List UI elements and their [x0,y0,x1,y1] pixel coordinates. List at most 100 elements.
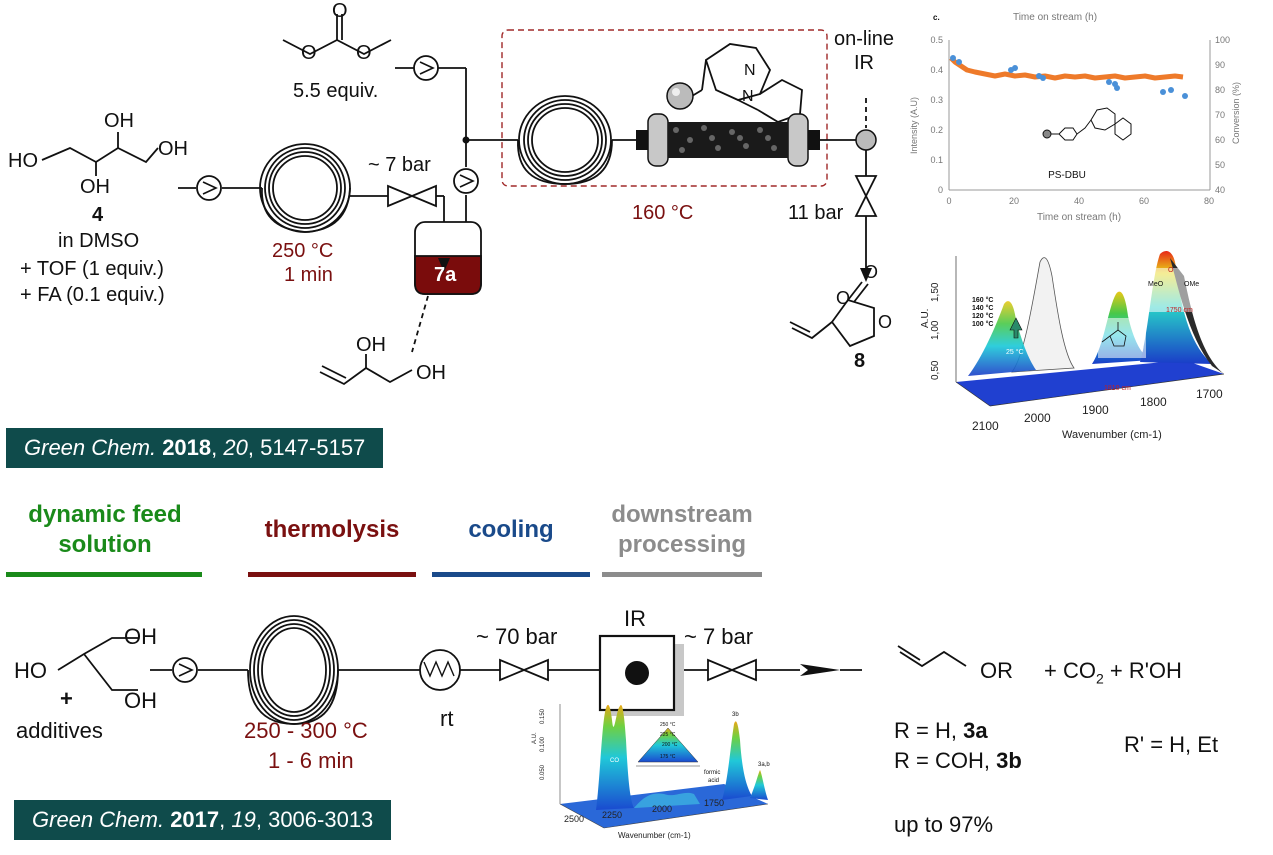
svg-text:90: 90 [1215,60,1225,70]
svg-text:1,50: 1,50 [930,282,941,302]
svg-text:120 °C: 120 °C [972,312,993,320]
dbu-ring [704,43,772,101]
dbu-n2: N [742,88,754,105]
inset-left-axis-label: Intensity (A.U) [909,97,919,154]
online-label: on-line [834,28,895,50]
ether-o-2: O [356,42,372,64]
butenediol-oh1: OH [356,334,386,356]
pump-icon-bottom [172,657,198,683]
glycerol-oh1: OH [124,624,157,649]
band-1750-label: 1750 cm [1166,307,1193,314]
svg-text:0: 0 [938,185,943,195]
svg-text:160 °C: 160 °C [972,296,993,304]
rt-label: 25 °C [1006,348,1024,356]
spectrum-x-ticks: 2100 2000 1900 1800 1700 [972,387,1223,433]
svg-text:250 °C: 250 °C [660,722,676,728]
meo-label: MeO [1148,281,1164,288]
ps-dbu-label: PS-DBU [1048,170,1086,181]
ps-dbu-structure [1042,107,1132,141]
svg-text:2000: 2000 [1024,411,1051,425]
small-x-label: Wavenumber (cm-1) [618,831,691,840]
svg-text:20: 20 [1009,196,1019,206]
r-definition-3b: R = COH, 3b [894,748,1022,773]
svg-text:0.100: 0.100 [540,736,546,752]
svg-text:A.U.: A.U. [532,732,538,744]
pump-icon [196,175,222,201]
glycerol-oh2: OH [124,688,157,713]
peak-dmc [968,301,1036,376]
ho-left: HO [8,150,38,172]
pump-icon-dmc [413,55,439,81]
stage-cooling: cooling [468,516,554,543]
svg-text:0,50: 0,50 [930,360,941,380]
carbonate-mini [1101,322,1127,347]
rt-label-bottom: rt [440,706,454,731]
spectrum-y-ticks: 1,50 1,00 0,50 [930,282,941,380]
r-definition-3a: R = H, 3a [894,718,988,743]
svg-text:1750: 1750 [704,798,724,808]
co2-peaks [596,704,634,810]
svg-text:40: 40 [1074,196,1084,206]
ir-3d-spectrum-top: 1,50 1,00 0,50 A.U. 2100 2000 1900 1800 … [920,250,1225,441]
svg-text:0.050: 0.050 [540,764,546,780]
svg-text:80: 80 [1204,196,1214,206]
co2-label: CO [610,758,619,764]
dbu-n1: N [744,62,756,79]
back-pressure-valve-7bar [707,658,757,682]
heated-zone-box [501,29,828,187]
spectrum-floor [956,360,1224,406]
small-x-ticks: 2500 2250 2000 1750 [564,798,724,824]
butenediol-skeleton [319,366,413,386]
carbonate-ring [830,298,875,348]
time-range: 1 - 6 min [268,748,354,773]
ether-o-1: O [301,42,317,64]
temp-range: 250 - 300 °C [244,718,368,743]
back-pressure-valve-2 [854,175,878,217]
dmc-skeleton [282,38,392,56]
svg-text:60: 60 [1215,135,1225,145]
svg-text:140 °C: 140 °C [972,304,993,312]
temp-legend: 160 °C 140 °C 120 °C 100 °C [972,296,993,328]
stage-downstream: downstream processing [611,501,753,558]
reference-2017[interactable]: Green Chem. 2017, 19, 3006-3013 [14,800,392,840]
small-temp-labels: 250 °C 225 °C 200 °C 175 °C [660,722,678,760]
svg-text:80: 80 [1215,85,1225,95]
or-label: OR [980,658,1013,683]
stage-bar-feed [6,572,202,577]
stage-thermolysis: thermolysis [264,516,400,543]
svg-text:1700: 1700 [1196,387,1223,401]
svg-text:1,00: 1,00 [930,320,941,340]
allyl-skeleton [899,650,967,668]
oh-bottom: OH [80,176,110,198]
intensity-trace [949,56,1184,81]
coproducts: + CO2 + R'OH [1044,658,1182,687]
inset-title: Time on stream (h) [1013,12,1097,23]
svg-text:60: 60 [1139,196,1149,206]
additives-label: additives [16,718,103,743]
reference-2018[interactable]: Green Chem. 2018, 20, 5147-5157 [6,428,384,468]
compound-4-label: 4 [92,204,104,226]
svg-text:0.2: 0.2 [930,125,943,135]
small-y-ticks: 0.150 0.100 0.050 [540,708,546,780]
svg-text:0.3: 0.3 [930,95,943,105]
svg-text:100: 100 [1215,35,1230,45]
ir-label-bottom: IR [624,606,646,631]
additive-tof: + TOF (1 equiv.) [20,258,164,280]
inset-left-ticks: 0.50.40.3 0.20.10 [930,35,943,195]
peak-3b-label: 3b [732,712,739,718]
carbonate-o1: O [836,288,851,308]
bottom-reaction-scheme [57,615,967,725]
pressure-11bar: 11 bar [788,202,844,224]
oh-top: OH [104,110,134,132]
oh-right: OH [158,138,188,160]
acid-label: acid [708,778,719,784]
pressure-7bar: ~ 7 bar [368,154,431,176]
svg-text:0.150: 0.150 [540,708,546,724]
spectrum-frame [955,256,1225,407]
intermediate-7a: 7a [434,264,457,286]
ir-cell-dot [625,661,649,685]
stage-bar-cooling [432,572,590,577]
band-1810-label: 1810 cm [1104,385,1131,392]
